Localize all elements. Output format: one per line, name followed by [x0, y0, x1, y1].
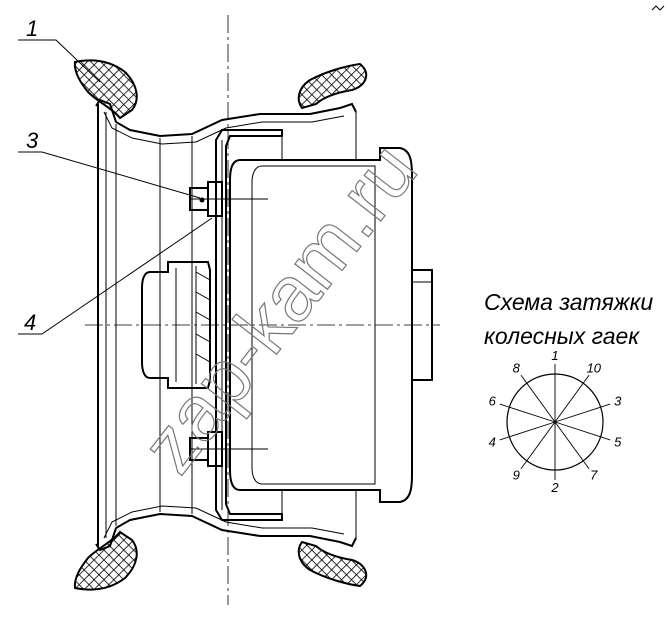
- wheel-bolt-bottom: [189, 431, 268, 467]
- bolt-ray-9: [520, 421, 556, 470]
- corner-mark: [651, 5, 665, 11]
- bolt-tightening-scheme: 1 10 3 5 7 2 9 4 6 8: [489, 348, 623, 495]
- watermark: zap-kam.ru: [124, 127, 434, 489]
- leader-3: [18, 151, 201, 199]
- callout-label-4: 4: [24, 310, 36, 335]
- bolt-ray-3: [554, 403, 611, 423]
- bolt-label-3: 3: [614, 394, 622, 409]
- rim-profile-top: [95, 98, 357, 138]
- hub-drum-inner: [251, 165, 376, 485]
- wheel-bolt-top: [189, 181, 268, 217]
- bolt-label-7: 7: [590, 467, 598, 482]
- leader-1: [18, 39, 101, 83]
- rim-profile-bottom: [95, 512, 357, 552]
- bolt-label-1: 1: [551, 348, 558, 363]
- bolt-ray-10: [554, 374, 590, 423]
- schema-title-line2: колесных гаек: [484, 323, 640, 349]
- hub-flange: [141, 261, 211, 389]
- leader-4: [18, 217, 213, 335]
- bolt-label-8: 8: [513, 361, 521, 376]
- axle-shaft: [412, 269, 433, 381]
- bolt-label-6: 6: [489, 394, 497, 409]
- callout-label-3: 3: [26, 128, 39, 153]
- bolt-ray-5: [554, 421, 611, 441]
- callout-label-1: 1: [26, 16, 38, 41]
- bolt-label-2: 2: [550, 480, 559, 495]
- bolt-label-10: 10: [587, 361, 602, 376]
- hub-fins: [175, 266, 211, 384]
- bolt-ray-8: [520, 374, 556, 423]
- tire-bottom-right-section: [297, 540, 368, 588]
- bolt-label-9: 9: [513, 467, 520, 482]
- bolt-label-4: 4: [489, 434, 496, 449]
- bolt-ray-4: [499, 421, 556, 441]
- tire-bottom-section: [73, 530, 138, 591]
- tire-top-right-section: [297, 62, 368, 110]
- bolt-ray-7: [554, 421, 590, 470]
- schema-title-line1: Схема затяжки: [484, 289, 653, 315]
- rim-inner-top: [103, 111, 345, 145]
- bolt-ray-6: [499, 403, 556, 423]
- bolt-label-5: 5: [614, 434, 622, 449]
- tire-top-section: [73, 59, 138, 120]
- hub-drum: [229, 147, 413, 503]
- rim-inner-bottom: [103, 505, 345, 539]
